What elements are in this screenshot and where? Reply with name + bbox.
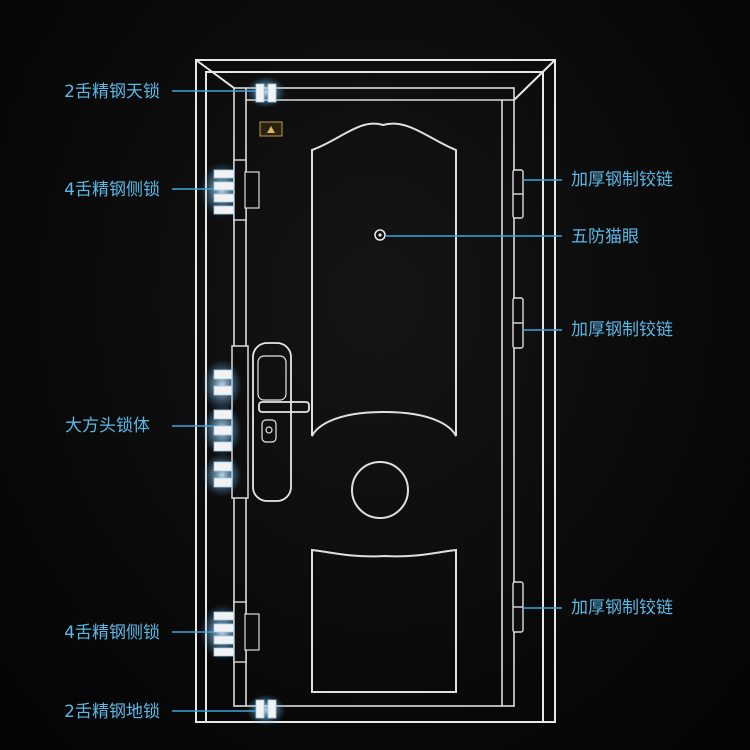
hinge-lower xyxy=(512,581,524,633)
door-lower-panel xyxy=(311,548,457,693)
door-leaf xyxy=(233,87,515,707)
label-side-lock-lower: 4舌精钢侧锁 xyxy=(64,623,160,643)
brand-badge xyxy=(259,121,283,137)
label-side-lock-upper: 4舌精钢侧锁 xyxy=(64,180,160,200)
side-lock-lower xyxy=(200,601,260,663)
leader-lines xyxy=(172,90,562,712)
smart-lock-handle xyxy=(252,342,310,502)
lock-body-bolts xyxy=(202,359,242,497)
top-lock xyxy=(246,76,286,108)
label-bottom-lock: 2舌精钢地锁 xyxy=(64,702,160,722)
label-top-lock: 2舌精钢天锁 xyxy=(64,82,160,102)
door-upper-panel xyxy=(311,122,457,437)
bottom-lock xyxy=(246,694,286,726)
side-lock-upper xyxy=(200,159,260,221)
door-medallion xyxy=(351,461,409,519)
hinge-middle xyxy=(512,297,524,349)
label-hinge-lower: 加厚钢制铰链 xyxy=(571,598,673,618)
label-lock-body: 大方头锁体 xyxy=(65,416,150,436)
label-peephole: 五防猫眼 xyxy=(571,227,639,247)
hinge-upper xyxy=(512,169,524,219)
label-hinge-middle: 加厚钢制铰链 xyxy=(571,320,673,340)
peephole xyxy=(374,229,386,241)
label-hinge-upper: 加厚钢制铰链 xyxy=(571,170,673,190)
